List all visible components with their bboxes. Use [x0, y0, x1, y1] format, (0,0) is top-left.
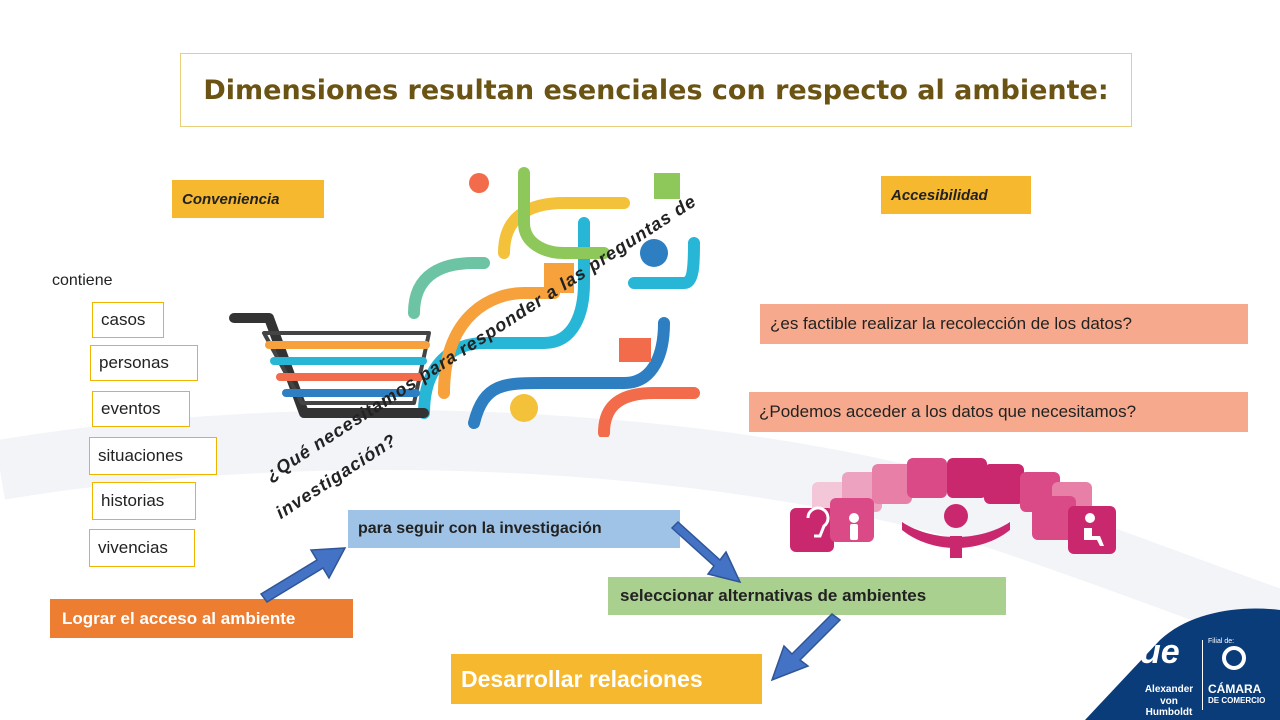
logo-line-1: Alexander: [1144, 684, 1194, 695]
logo-line-2: von Humboldt: [1145, 696, 1193, 718]
logo-initials: ue: [1140, 633, 1180, 671]
develop-relations-box: Desarrollar relaciones: [451, 654, 762, 704]
select-alternatives-text: seleccionar alternativas de ambientes: [620, 586, 927, 605]
list-item-label: situaciones: [98, 446, 184, 465]
develop-relations-text: Desarrollar relaciones: [461, 665, 703, 692]
continue-research-text: para seguir con la investigación: [358, 520, 602, 537]
logo-filial: Filial de:: [1208, 638, 1235, 645]
list-item-vivencias: vivencias: [89, 529, 195, 567]
list-item-label: eventos: [101, 399, 161, 418]
arrow-up-right-icon: [259, 547, 347, 603]
select-alternatives-box: seleccionar alternativas de ambientes: [608, 577, 1006, 615]
chamber-icon: [1222, 646, 1246, 670]
list-item-label: personas: [99, 353, 169, 372]
feasibility-question: ¿es factible realizar la recolección de …: [760, 304, 1248, 344]
list-item-label: vivencias: [98, 538, 168, 557]
arrow-down-right-icon: [670, 520, 742, 584]
logo-chamber-2: DE COMERCIO: [1208, 696, 1266, 705]
list-item-historias: historias: [92, 482, 196, 520]
brand-logo: ue Alexander von Humboldt Filial de: CÁM…: [1138, 634, 1280, 720]
convenience-label: Conveniencia: [182, 190, 280, 208]
accessibility-tag: Accesibilidad: [881, 176, 1031, 214]
list-item-casos: casos: [92, 302, 164, 338]
shopping-cart-illustration: [229, 167, 700, 437]
list-item-label: casos: [101, 310, 146, 329]
list-item-situaciones: situaciones: [89, 437, 217, 475]
continue-research-box: para seguir con la investigación: [348, 510, 680, 548]
accessibility-label: Accesibilidad: [891, 186, 988, 204]
access-question-text: ¿Podemos acceder a los datos que necesit…: [759, 402, 1137, 421]
access-environment-text: Lograr el acceso al ambiente: [62, 608, 296, 628]
convenience-tag: Conveniencia: [172, 180, 324, 218]
access-environment-box: Lograr el acceso al ambiente: [50, 599, 353, 638]
logo-divider: [1202, 640, 1203, 710]
arrow-down-left-icon: [770, 613, 842, 682]
access-question: ¿Podemos acceder a los datos que necesit…: [749, 392, 1248, 432]
page-title: Dimensiones resultan esenciales con resp…: [203, 74, 1109, 106]
list-item-personas: personas: [90, 345, 198, 381]
feasibility-question-text: ¿es factible realizar la recolección de …: [770, 314, 1132, 333]
contains-label: contiene: [52, 272, 113, 289]
logo-chamber-1: CÁMARA: [1208, 682, 1262, 696]
title-box: Dimensiones resultan esenciales con resp…: [180, 53, 1132, 127]
accessibility-illustration: [790, 458, 1116, 558]
list-item-label: historias: [101, 491, 165, 510]
list-item-eventos: eventos: [92, 391, 190, 427]
